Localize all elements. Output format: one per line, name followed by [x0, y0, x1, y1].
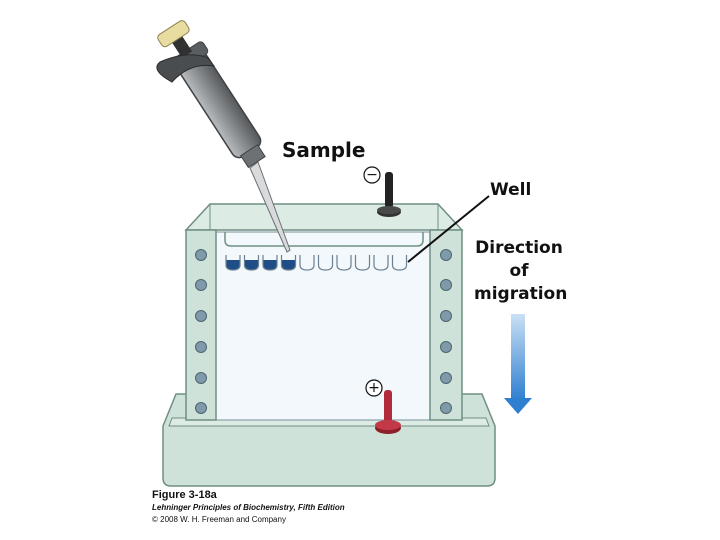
loaded-well: [262, 255, 278, 271]
sample-band: [281, 260, 296, 270]
well-outline: [391, 255, 408, 271]
empty-well: [373, 255, 389, 271]
book-title: Lehninger Principles of Biochemistry, Fi…: [152, 503, 345, 512]
well-outline: [262, 255, 278, 271]
post-screw: [195, 341, 207, 353]
direction-label-line2: of: [509, 261, 529, 281]
post-screw: [440, 310, 452, 322]
cathode-electrode: [377, 172, 401, 217]
loaded-well: [225, 255, 241, 271]
migration-arrow: [504, 314, 532, 414]
anode-electrode: [375, 390, 401, 434]
right-post: [429, 229, 463, 421]
loaded-well: [243, 255, 260, 271]
empty-well: [354, 255, 371, 271]
post-screw: [195, 249, 207, 261]
post-screw: [195, 402, 207, 414]
well-label: Well: [490, 180, 532, 200]
well-outline: [243, 255, 260, 271]
well-outline: [373, 255, 389, 271]
left-post: [185, 229, 217, 421]
well-pointer-line: [407, 195, 490, 263]
pipette: [156, 20, 291, 253]
post-screw: [440, 372, 452, 384]
sample-label: Sample: [282, 138, 366, 162]
anode-sign: +: [368, 380, 380, 396]
well-outline: [336, 255, 352, 271]
upper-buffer-chamber: [224, 232, 424, 247]
post-screw: [440, 402, 452, 414]
direction-label-line3: migration: [474, 284, 568, 304]
gel-top-plate: [184, 203, 464, 232]
well-outline: [280, 255, 297, 271]
anode-sign-circle: [365, 379, 383, 397]
post-screw: [440, 279, 452, 291]
empty-well: [317, 255, 334, 271]
loaded-well: [280, 255, 297, 271]
wells: [225, 255, 408, 271]
figure-number: Figure 3-18a: [152, 489, 217, 501]
copyright-line: © 2008 W. H. Freeman and Company: [152, 515, 286, 524]
sample-band: [226, 260, 240, 270]
sample-band: [263, 260, 277, 270]
empty-well: [391, 255, 408, 271]
cathode-sign: −: [366, 167, 378, 183]
well-outline: [354, 255, 371, 271]
post-screw: [195, 310, 207, 322]
direction-label-line1: Direction: [475, 238, 563, 258]
well-outline: [225, 255, 241, 271]
cathode-sign-circle: [363, 166, 381, 184]
post-screw: [440, 249, 452, 261]
empty-well: [336, 255, 352, 271]
post-screw: [195, 372, 207, 384]
empty-well: [299, 255, 315, 271]
post-screw: [195, 279, 207, 291]
post-screw: [440, 341, 452, 353]
well-outline: [317, 255, 334, 271]
sample-band: [244, 260, 259, 270]
well-outline: [299, 255, 315, 271]
